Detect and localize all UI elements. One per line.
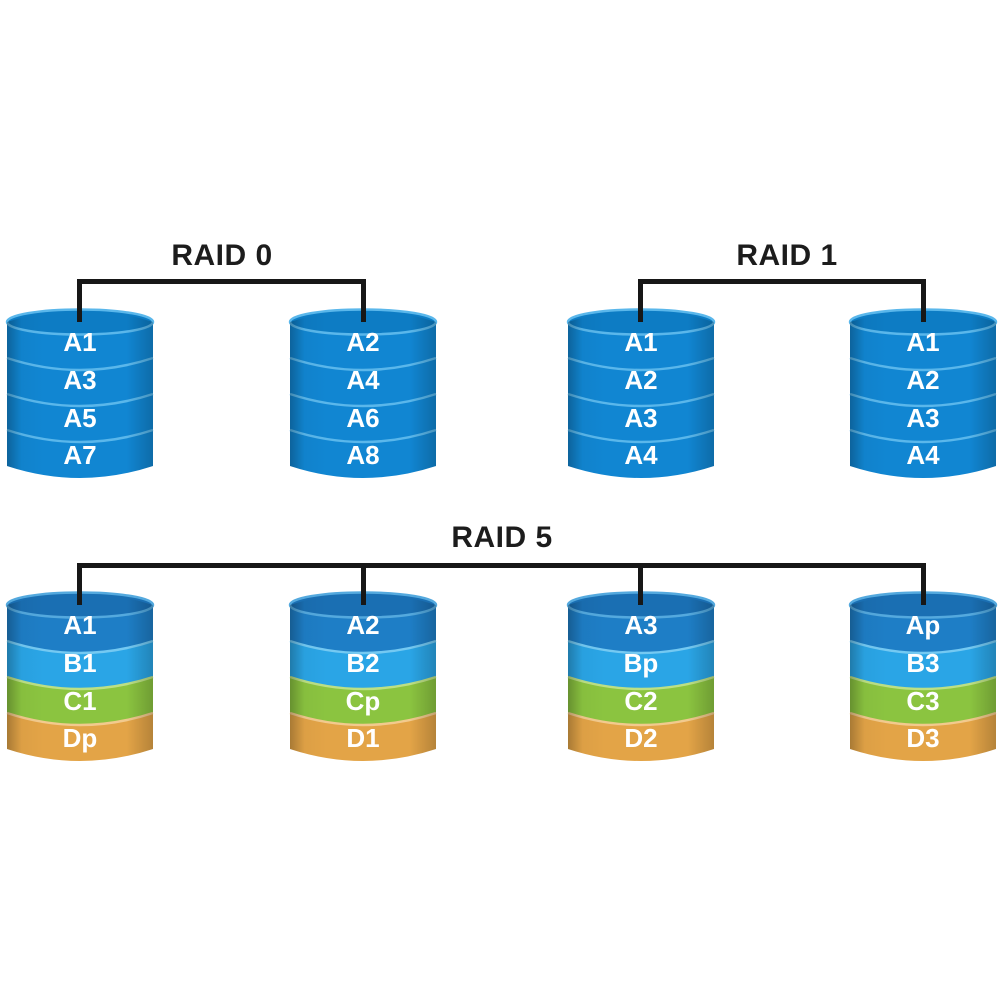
segment-label: A8 <box>346 440 379 470</box>
segment-label: D1 <box>346 723 379 753</box>
raid1-title: RAID 1 <box>736 239 838 272</box>
segment-label: A3 <box>63 365 96 395</box>
segment-label: A1 <box>63 327 96 357</box>
disk-raid1-1: A1 A2 A3 A4 <box>566 308 716 479</box>
disk-shading <box>290 593 436 761</box>
disk-shading <box>568 310 714 478</box>
segment-label: B2 <box>346 648 379 678</box>
segment-label: A3 <box>624 610 657 640</box>
raid5-connector-drop-4 <box>921 563 926 605</box>
segment-label: C3 <box>906 686 939 716</box>
disk-shading <box>850 310 996 478</box>
segment-label: A6 <box>346 403 379 433</box>
raid5-connector-drop-3 <box>638 563 643 605</box>
disk-shading <box>568 593 714 761</box>
segment-label: Ap <box>906 610 941 640</box>
raid0-connector-drop-right <box>361 279 366 322</box>
raid1-connector-bar <box>638 279 926 284</box>
segment-label: A2 <box>624 365 657 395</box>
segment-label: A4 <box>906 440 940 470</box>
raid0-title: RAID 0 <box>171 239 273 272</box>
segment-label: A3 <box>906 403 939 433</box>
raid1-connector-drop-left <box>638 279 643 322</box>
segment-label: B1 <box>63 648 96 678</box>
segment-label: B3 <box>906 648 939 678</box>
disk-raid0-1: A1 A3 A5 A7 <box>5 308 155 479</box>
segment-label: Cp <box>346 686 381 716</box>
segment-label: C1 <box>63 686 96 716</box>
raid5-connector-bar <box>77 563 926 568</box>
segment-label: Bp <box>624 648 659 678</box>
disk-raid0-2: A2 A4 A6 A8 <box>288 308 438 479</box>
segment-label: A4 <box>624 440 658 470</box>
raid5-title: RAID 5 <box>451 521 553 554</box>
segment-label: A7 <box>63 440 96 470</box>
disk-raid5-2: A2 B2 Cp D1 <box>288 591 438 762</box>
segment-label: A2 <box>906 365 939 395</box>
segment-label: C2 <box>624 686 657 716</box>
raid5-connector-drop-1 <box>77 563 82 605</box>
disk-shading <box>850 593 996 761</box>
disk-shading <box>290 310 436 478</box>
segment-label: D2 <box>624 723 657 753</box>
segment-label: A1 <box>63 610 96 640</box>
raid0-connector-bar <box>77 279 366 284</box>
segment-label: A2 <box>346 327 379 357</box>
segment-label: A4 <box>346 365 380 395</box>
disk-raid5-4: Ap B3 C3 D3 <box>848 591 998 762</box>
disk-shading <box>7 593 153 761</box>
segment-label: D3 <box>906 723 939 753</box>
segment-label: A3 <box>624 403 657 433</box>
raid5-connector-drop-2 <box>361 563 366 605</box>
raid0-connector-drop-left <box>77 279 82 322</box>
segment-label: A1 <box>624 327 657 357</box>
disk-shading <box>7 310 153 478</box>
disk-raid5-3: A3 Bp C2 D2 <box>566 591 716 762</box>
segment-label: A1 <box>906 327 939 357</box>
disk-raid5-1: A1 B1 C1 Dp <box>5 591 155 762</box>
segment-label: A5 <box>63 403 96 433</box>
disk-raid1-2: A1 A2 A3 A4 <box>848 308 998 479</box>
raid1-connector-drop-right <box>921 279 926 322</box>
segment-label: Dp <box>63 723 98 753</box>
segment-label: A2 <box>346 610 379 640</box>
